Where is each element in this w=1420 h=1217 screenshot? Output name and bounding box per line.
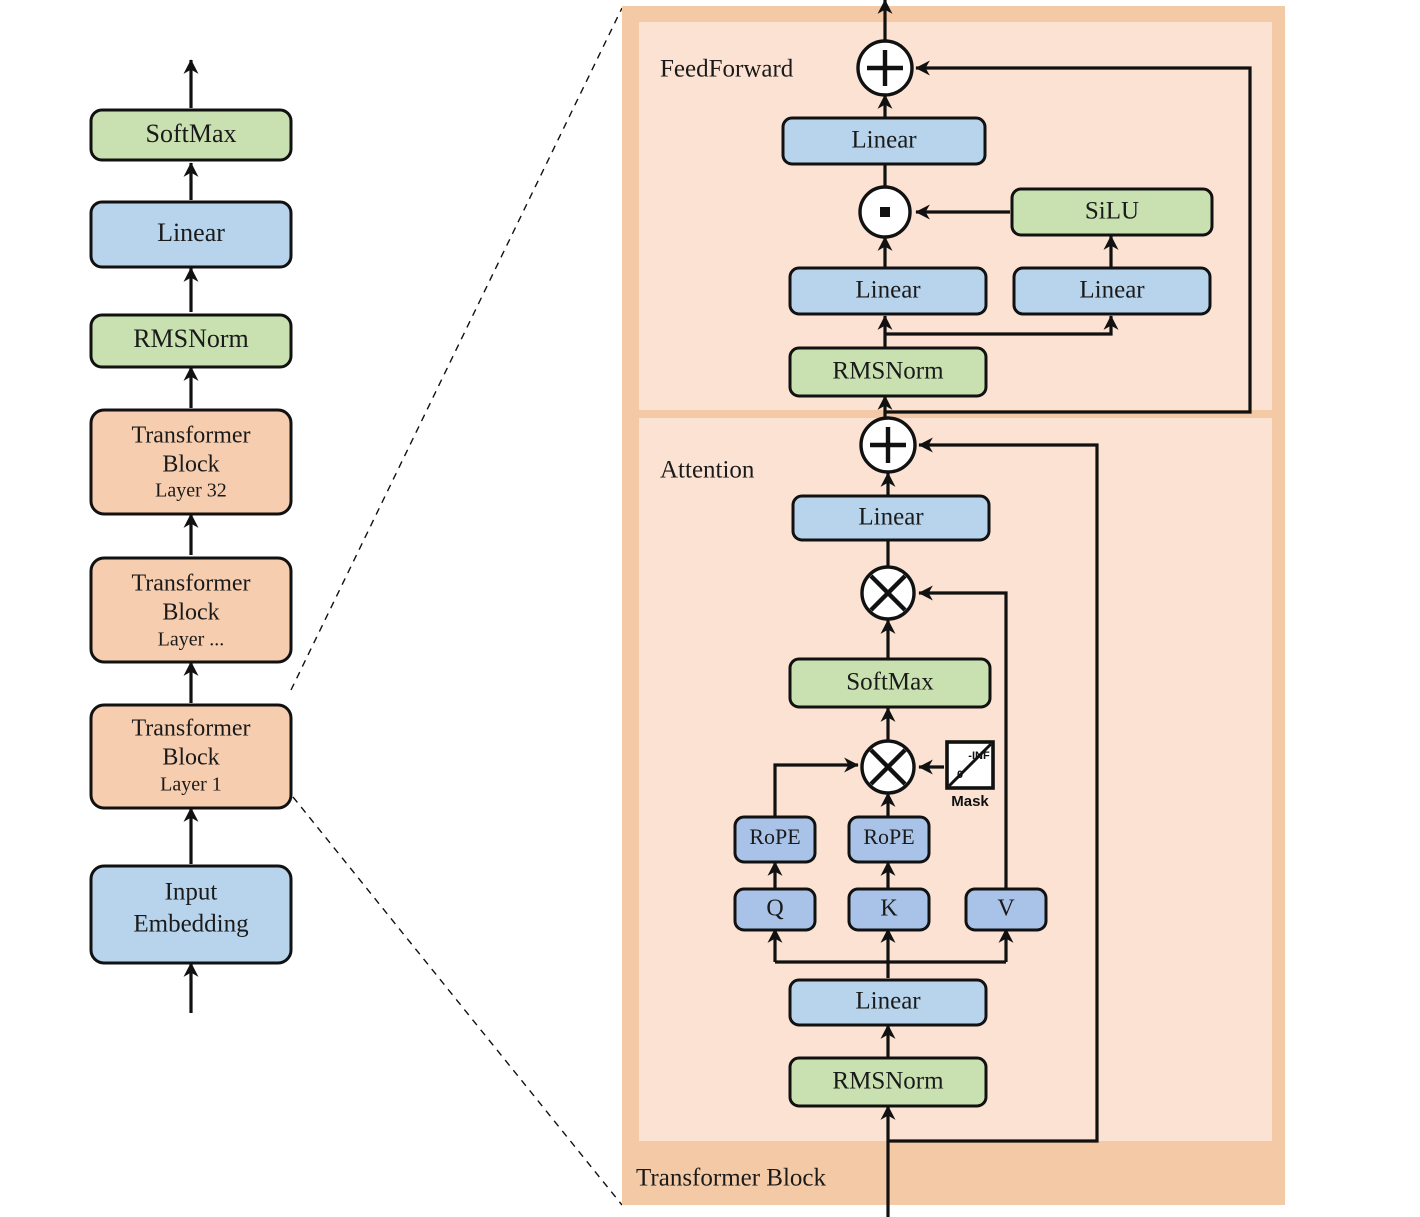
zoom-connectors xyxy=(290,7,623,1206)
detail-panel-caption: Transformer Block xyxy=(636,1165,827,1192)
causal-mask-icon[interactable]: -INF 0 Mask xyxy=(945,740,995,810)
attn-add-node[interactable] xyxy=(859,416,917,474)
attn-rope-k[interactable]: RoPE xyxy=(847,815,931,864)
stack-node-block-32-sublabel: Layer 32 xyxy=(155,480,227,502)
attention-residual-wire xyxy=(888,437,1099,1143)
transformer-block-detail: FeedForward Attention Transformer Block xyxy=(622,0,1285,1217)
stack-node-linear-label: Linear xyxy=(157,218,225,247)
attention-value-wire xyxy=(918,585,1008,890)
stack-node-softmax[interactable]: SoftMax xyxy=(89,108,293,162)
stack-node-block-1-sublabel: Layer 1 xyxy=(160,774,222,796)
ff-linear-gate-label: Linear xyxy=(855,277,921,304)
stack-node-embedding-line2: Embedding xyxy=(133,911,249,938)
attn-q[interactable]: Q xyxy=(733,887,817,932)
attn-linear-out[interactable]: Linear xyxy=(791,494,991,542)
stack-node-block-32[interactable]: Transformer Block Layer 32 xyxy=(89,408,293,516)
attn-k[interactable]: K xyxy=(847,887,931,932)
feedforward-panel-title: FeedForward xyxy=(660,56,794,83)
attn-k-label: K xyxy=(880,896,898,922)
ff-add-node[interactable] xyxy=(856,39,914,97)
attn-rope-k-label: RoPE xyxy=(863,824,914,849)
ff-mul-node[interactable] xyxy=(858,185,912,239)
attn-v[interactable]: V xyxy=(964,887,1048,932)
attn-rope-q-label: RoPE xyxy=(749,824,800,849)
ff-linear-out-label: Linear xyxy=(851,127,917,154)
attn-matmul-av[interactable] xyxy=(860,565,916,621)
ff-linear-gate[interactable]: Linear xyxy=(788,266,988,316)
zoom-connector-top xyxy=(290,7,623,691)
stack-node-linear[interactable]: Linear xyxy=(89,200,293,269)
ff-linear-up[interactable]: Linear xyxy=(1012,266,1212,316)
stack-node-softmax-label: SoftMax xyxy=(146,119,237,148)
attn-q-label: Q xyxy=(766,896,783,922)
ff-rmsnorm[interactable]: RMSNorm xyxy=(788,346,988,398)
attn-softmax[interactable]: SoftMax xyxy=(788,657,992,709)
stack-node-embedding-line1: Input xyxy=(165,879,218,906)
ff-rmsnorm-label: RMSNorm xyxy=(832,358,944,385)
attn-linear-out-label: Linear xyxy=(858,504,924,531)
model-stack: SoftMax Linear RMSNorm Transformer Block… xyxy=(89,59,293,1013)
attn-softmax-label: SoftMax xyxy=(846,669,934,696)
attn-rmsnorm[interactable]: RMSNorm xyxy=(788,1056,988,1108)
stack-node-rmsnorm[interactable]: RMSNorm xyxy=(89,313,293,369)
ff-linear-out[interactable]: Linear xyxy=(781,116,987,166)
mask-caption: Mask xyxy=(951,793,989,810)
attn-linear-in[interactable]: Linear xyxy=(788,978,988,1027)
stack-node-block-dots-sublabel: Layer ... xyxy=(158,629,225,651)
attn-matmul-qk[interactable] xyxy=(860,739,916,795)
ff-silu-label: SiLU xyxy=(1085,198,1139,225)
stack-node-block-32-line1: Transformer xyxy=(131,423,250,449)
attention-panel-title: Attention xyxy=(660,457,755,484)
attn-rope-q[interactable]: RoPE xyxy=(733,815,817,864)
arrow-ropeq-to-matmul1 xyxy=(773,757,859,818)
stack-node-rmsnorm-label: RMSNorm xyxy=(133,324,249,353)
stack-node-embedding[interactable]: Input Embedding xyxy=(89,864,293,965)
stack-node-block-1[interactable]: Transformer Block Layer 1 xyxy=(89,703,293,810)
attn-rmsnorm-label: RMSNorm xyxy=(832,1068,944,1095)
mask-upper-value: -INF xyxy=(968,750,990,762)
mask-lower-value: 0 xyxy=(957,769,963,781)
ff-linear-up-label: Linear xyxy=(1079,277,1145,304)
stack-node-block-dots-line2: Block xyxy=(162,600,219,626)
feedforward-residual-wire xyxy=(885,60,1252,414)
dot-product-glyph xyxy=(880,207,890,217)
stack-node-block-dots[interactable]: Transformer Block Layer ... xyxy=(89,556,293,664)
ff-silu[interactable]: SiLU xyxy=(1010,187,1214,237)
zoom-connector-bottom xyxy=(292,796,623,1206)
stack-node-block-1-line2: Block xyxy=(162,745,219,771)
attn-linear-in-label: Linear xyxy=(855,988,921,1015)
arrow-ff-rmsnorm-to-up xyxy=(885,315,1119,336)
stack-node-block-32-line2: Block xyxy=(162,452,219,478)
stack-node-block-dots-line1: Transformer xyxy=(131,571,250,597)
stack-node-block-1-line1: Transformer xyxy=(131,716,250,742)
attn-v-label: V xyxy=(997,896,1015,922)
